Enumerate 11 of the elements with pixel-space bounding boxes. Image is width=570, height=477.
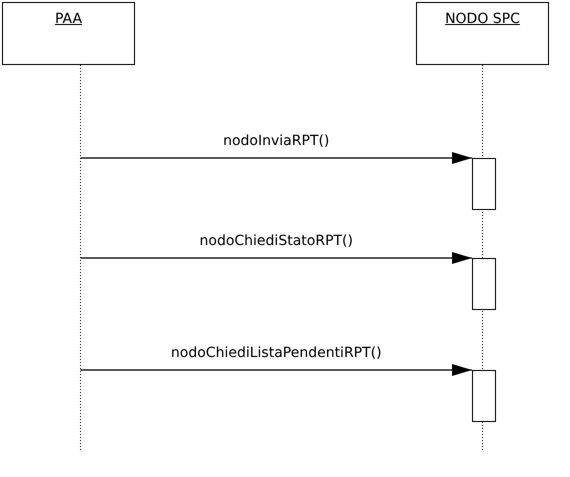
activation-bar [472, 158, 496, 210]
activation-bar [472, 370, 496, 422]
message-label: nodoChiediListaPendentiRPT() [170, 345, 382, 361]
message-label: nodoInviaRPT() [223, 133, 330, 149]
message-arrow [80, 252, 472, 264]
participant-name: PAA [54, 11, 84, 27]
message-label: nodoChiediStatoRPT() [200, 233, 353, 249]
message-arrow [80, 152, 472, 164]
participant-name: NODO SPC [444, 11, 521, 27]
activation-bar [472, 258, 496, 310]
message-arrow [80, 364, 472, 376]
